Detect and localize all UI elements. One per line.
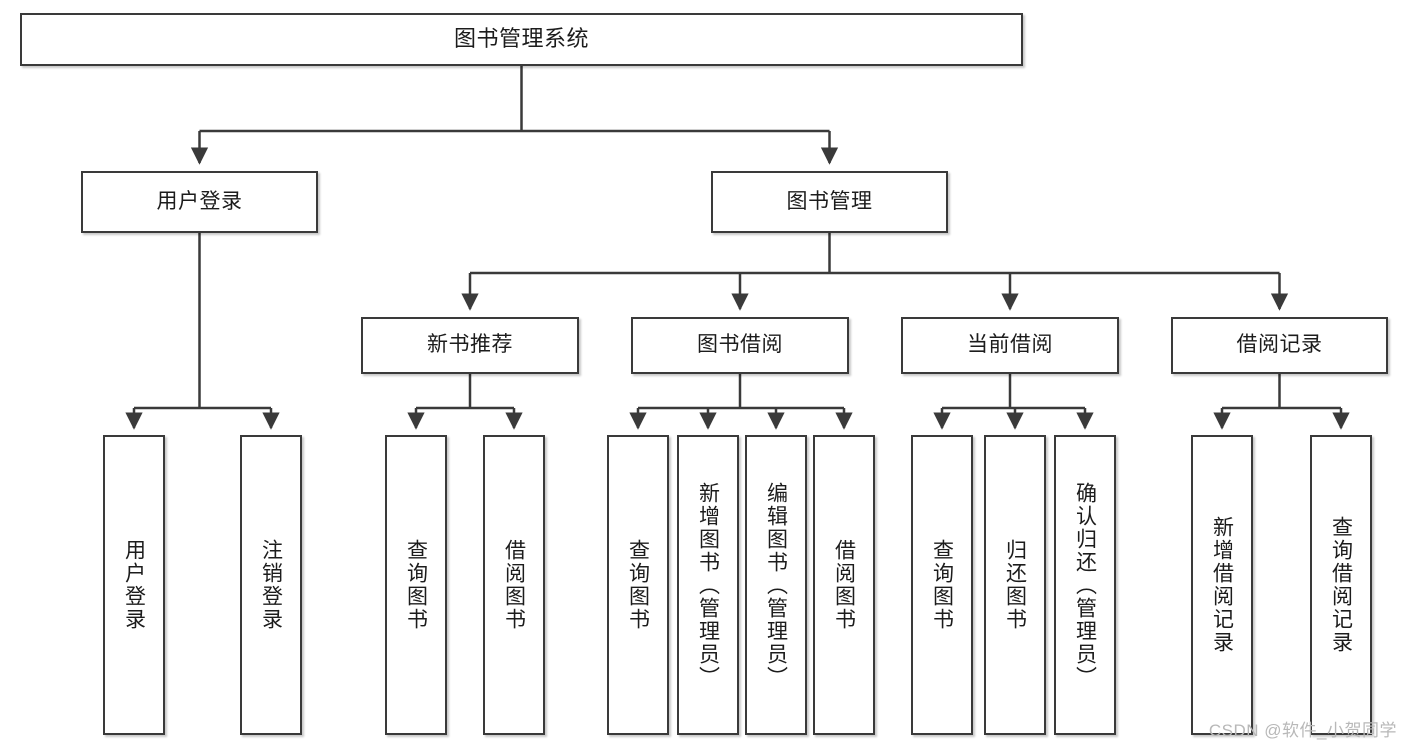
node-book-management[interactable]: 图书管理 bbox=[711, 171, 948, 233]
leaf-query-book-bb-label: 查询图书 bbox=[626, 539, 650, 631]
node-borrow-record-label: 借阅记录 bbox=[1236, 333, 1323, 357]
node-book-borrow-label: 图书借阅 bbox=[697, 333, 783, 357]
leaf-query-borrow-record-label: 查询借阅记录 bbox=[1329, 516, 1353, 654]
leaf-borrow-book-bb[interactable]: 借阅图书 bbox=[813, 435, 875, 735]
node-root[interactable]: 图书管理系统 bbox=[20, 13, 1023, 66]
node-new-book-recommendation[interactable]: 新书推荐 bbox=[361, 317, 579, 374]
leaf-query-borrow-record[interactable]: 查询借阅记录 bbox=[1310, 435, 1372, 735]
leaf-query-book-bb[interactable]: 查询图书 bbox=[607, 435, 669, 735]
leaf-confirm-return-admin[interactable]: 确认归还（管理员） bbox=[1054, 435, 1116, 735]
node-book-borrow[interactable]: 图书借阅 bbox=[631, 317, 849, 374]
leaf-return-book[interactable]: 归还图书 bbox=[984, 435, 1046, 735]
node-user-login-label: 用户登录 bbox=[156, 189, 243, 213]
leaf-borrow-book-bb-label: 借阅图书 bbox=[832, 539, 856, 631]
node-new-book-recommendation-label: 新书推荐 bbox=[427, 333, 513, 357]
leaf-user-login[interactable]: 用户登录 bbox=[103, 435, 165, 735]
node-current-borrow[interactable]: 当前借阅 bbox=[901, 317, 1119, 374]
leaf-logout-label: 注销登录 bbox=[259, 539, 283, 631]
leaf-add-borrow-record-label: 新增借阅记录 bbox=[1210, 516, 1234, 654]
node-book-management-label: 图书管理 bbox=[786, 189, 873, 213]
leaf-query-book-cb-label: 查询图书 bbox=[930, 539, 954, 631]
leaf-query-book-cb[interactable]: 查询图书 bbox=[911, 435, 973, 735]
leaf-borrow-book-nbr[interactable]: 借阅图书 bbox=[483, 435, 545, 735]
watermark-text: CSDN @软件_小贺同学 bbox=[1208, 721, 1397, 740]
leaf-user-login-label: 用户登录 bbox=[122, 539, 146, 631]
node-user-login[interactable]: 用户登录 bbox=[81, 171, 318, 233]
leaf-logout[interactable]: 注销登录 bbox=[240, 435, 302, 735]
leaf-add-borrow-record[interactable]: 新增借阅记录 bbox=[1191, 435, 1253, 735]
leaf-return-book-label: 归还图书 bbox=[1003, 539, 1027, 631]
leaf-edit-book-admin-label: 编辑图书（管理员） bbox=[764, 481, 788, 689]
leaf-confirm-return-admin-label: 确认归还（管理员） bbox=[1073, 481, 1097, 689]
node-root-label: 图书管理系统 bbox=[453, 26, 589, 52]
node-borrow-record[interactable]: 借阅记录 bbox=[1171, 317, 1388, 374]
leaf-query-book-nbr-label: 查询图书 bbox=[404, 539, 428, 631]
leaf-edit-book-admin[interactable]: 编辑图书（管理员） bbox=[745, 435, 807, 735]
leaf-add-book-admin[interactable]: 新增图书（管理员） bbox=[677, 435, 739, 735]
leaf-query-book-nbr[interactable]: 查询图书 bbox=[385, 435, 447, 735]
node-current-borrow-label: 当前借阅 bbox=[967, 333, 1053, 357]
leaf-add-book-admin-label: 新增图书（管理员） bbox=[696, 481, 720, 689]
leaf-borrow-book-nbr-label: 借阅图书 bbox=[502, 539, 526, 631]
